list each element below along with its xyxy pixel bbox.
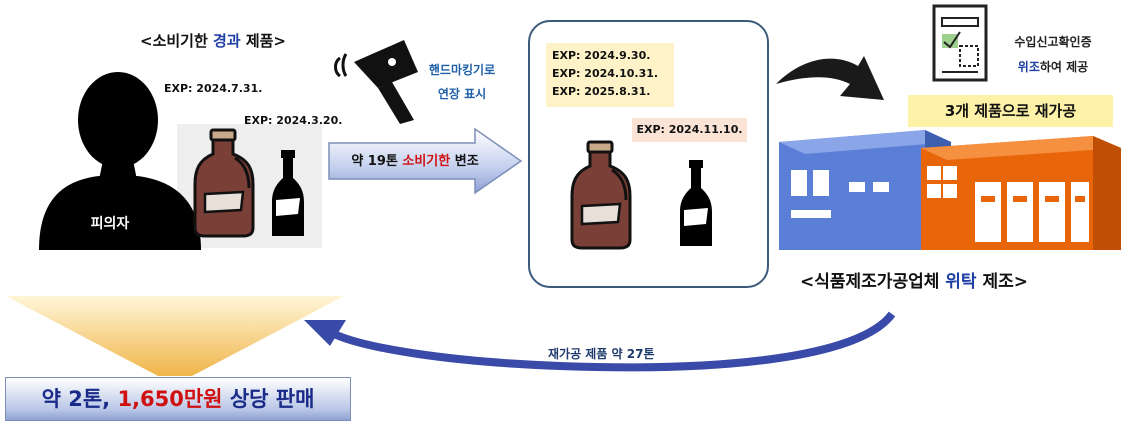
document-icon	[932, 4, 988, 82]
left-title-highlight: 경과	[213, 32, 241, 50]
exp-label-large: EXP: 2024.7.31.	[164, 82, 263, 95]
factory-building-icon	[779, 130, 1121, 250]
reprocess-label: 3개 제품으로 재가공	[908, 95, 1113, 127]
return-label: 재가공 제품 약 27톤	[548, 347, 655, 361]
arrow-text: 약 19톤 소비기한 변조	[351, 154, 479, 169]
curved-arrow-icon	[776, 56, 884, 100]
exp-list-item: EXP: 2025.8.31.	[552, 85, 651, 98]
suspect-panel: EXP: 2024.7.31. EXP: 2024.3.20. 피의자	[25, 58, 342, 250]
beer-bottle-icon	[680, 160, 712, 246]
sales-funnel-arrow	[6, 296, 344, 376]
document-caption-line2: 위조하여 제공	[1017, 60, 1089, 74]
exp-list-item: EXP: 2024.10.31.	[552, 67, 659, 80]
tool-caption: 핸드마킹기로 연장 표시	[412, 58, 512, 106]
sales-summary: 약 2톤, 1,650만원 상당 판매	[5, 377, 351, 421]
manufacturer-highlight: 위탁	[945, 272, 977, 292]
exp-label-small: EXP: 2024.3.20.	[244, 114, 343, 127]
left-title: <소비기한 경과 제품>	[140, 32, 287, 50]
manufacturer-label: <식품제조가공업체 위탁 제조>	[800, 272, 1029, 292]
document-caption-line1: 수입신고확인증	[1014, 35, 1092, 49]
exp-list-item: EXP: 2024.9.30.	[552, 49, 651, 62]
exp-list-box: EXP: 2024.9.30. EXP: 2024.10.31. EXP: 20…	[546, 43, 674, 107]
sales-amount: 1,650만원	[117, 387, 223, 411]
return-arc-arrow	[304, 311, 896, 372]
tool-caption-line2: 연장 표시	[437, 87, 487, 101]
document-caption-highlight: 위조	[1017, 60, 1040, 74]
falsification-arrow	[328, 127, 523, 195]
beer-bottle-icon	[272, 150, 304, 236]
hand-marking-gun-icon	[334, 40, 418, 124]
person-silhouette-icon	[39, 72, 201, 250]
suspect-label: 피의자	[90, 216, 130, 232]
exp-single-box: EXP: 2024.11.10.	[632, 118, 747, 142]
arrow-highlight: 소비기한	[402, 154, 451, 169]
growler-bottle-icon	[570, 140, 632, 250]
growler-bottle-icon	[193, 128, 255, 238]
document-caption: 수입신고확인증 위조하여 제공	[988, 30, 1118, 80]
tool-caption-line1: 핸드마킹기로	[428, 63, 496, 77]
